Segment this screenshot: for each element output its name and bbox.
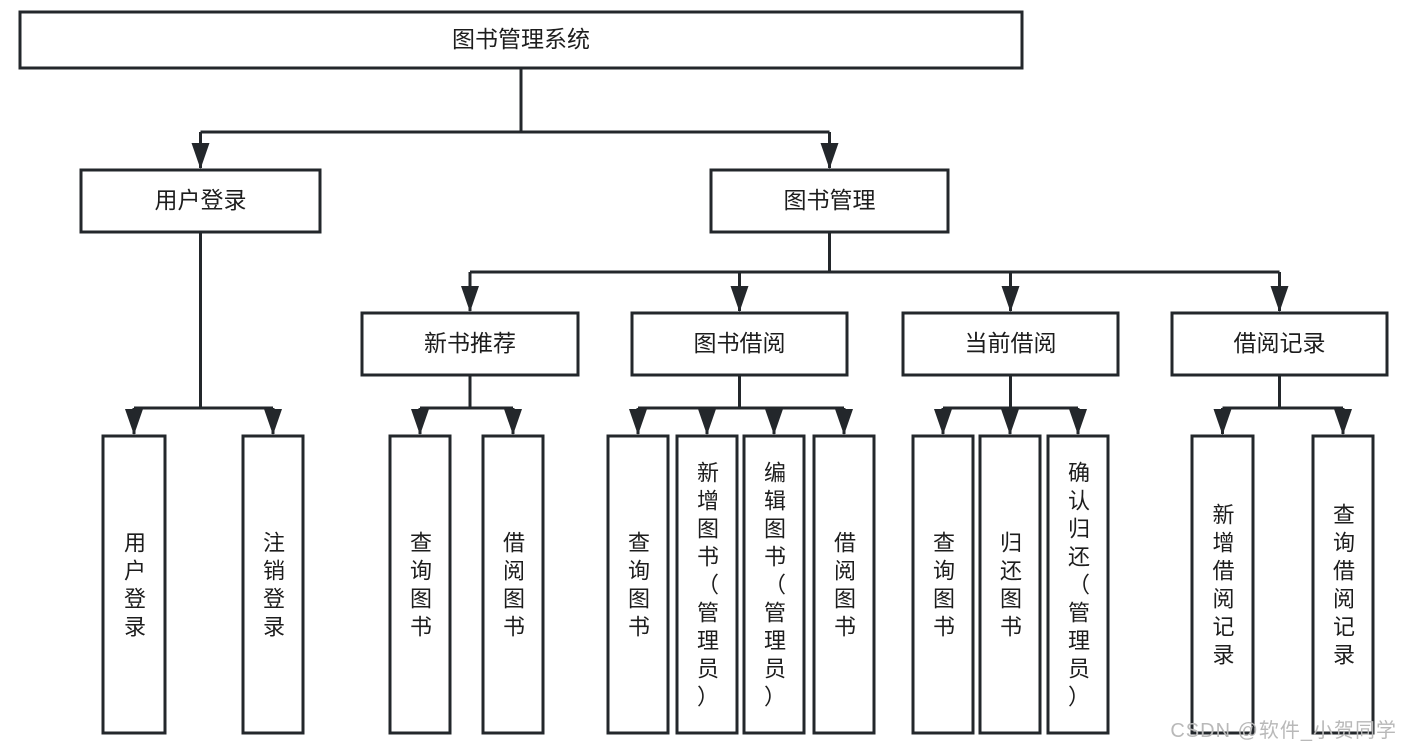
node-box [18, 10, 1024, 70]
node-box [360, 311, 580, 377]
connector-layer [125, 68, 1352, 435]
arrow-head-icon [1001, 409, 1019, 435]
node-leaf-confirm-return[interactable]: 确认归还（管理员） [1046, 434, 1110, 735]
node-leaf-user-login[interactable]: 用户登录 [101, 434, 167, 735]
node-label-vertical: 编辑图书（管理员） [764, 461, 786, 710]
node-book-manage[interactable]: 图书管理 [709, 168, 950, 234]
arrow-head-icon [765, 409, 783, 435]
node-label-vertical: 新增借阅记录 [1212, 503, 1234, 668]
node-label: 新书推荐 [424, 330, 516, 356]
node-book-borrow[interactable]: 图书借阅 [630, 311, 849, 377]
node-leaf-edit-book[interactable]: 编辑图书（管理员） [742, 434, 806, 735]
node-label: 图书借阅 [694, 330, 786, 356]
node-leaf-add-book[interactable]: 新增图书（管理员） [675, 434, 739, 735]
node-box [978, 434, 1042, 735]
arrow-head-icon [1213, 409, 1232, 435]
node-box [812, 434, 876, 735]
node-leaf-return-book[interactable]: 归还图书 [978, 434, 1042, 735]
arrow-head-icon [1270, 286, 1289, 312]
node-layer: 图书管理系统用户登录图书管理新书推荐图书借阅当前借阅借阅记录用户登录注销登录查询… [18, 10, 1389, 735]
node-leaf-query-book-1[interactable]: 查询图书 [388, 434, 452, 735]
node-label: 当前借阅 [965, 330, 1057, 356]
node-label-vertical: 查询图书 [933, 531, 955, 640]
node-label-vertical: 新增图书（管理员） [697, 461, 719, 710]
node-box [1190, 434, 1255, 735]
node-label-vertical: 用户登录 [124, 531, 146, 640]
arrow-head-icon [835, 409, 853, 435]
node-label-vertical: 查询图书 [410, 531, 432, 640]
node-label: 图书管理系统 [452, 26, 590, 52]
node-leaf-query-book-2[interactable]: 查询图书 [606, 434, 670, 735]
node-label-vertical: 查询借阅记录 [1333, 503, 1355, 668]
arrow-head-icon [1069, 409, 1087, 435]
arrow-head-icon [1334, 409, 1352, 435]
node-box [630, 311, 849, 377]
node-label: 图书管理 [784, 187, 876, 213]
node-box [481, 434, 545, 735]
node-label-vertical: 确认归还（管理员） [1068, 461, 1090, 710]
node-box [1311, 434, 1375, 735]
node-leaf-logout[interactable]: 注销登录 [241, 434, 305, 735]
node-borrow-record[interactable]: 借阅记录 [1170, 311, 1389, 377]
arrow-head-icon [934, 409, 952, 435]
arrow-head-icon [698, 409, 716, 435]
node-leaf-add-record[interactable]: 新增借阅记录 [1190, 434, 1255, 735]
arrow-head-icon [730, 286, 749, 312]
node-user-login[interactable]: 用户登录 [79, 168, 322, 234]
arrow-head-icon [504, 409, 522, 435]
node-box [675, 434, 739, 735]
node-box [606, 434, 670, 735]
node-box [241, 434, 305, 735]
arrow-head-icon [191, 143, 210, 169]
node-root[interactable]: 图书管理系统 [18, 10, 1024, 70]
arrow-head-icon [411, 409, 429, 435]
arrow-head-icon [820, 143, 839, 169]
node-label-vertical: 注销登录 [263, 531, 285, 640]
arrow-head-icon [125, 409, 143, 435]
node-box [1046, 434, 1110, 735]
node-new-book-rec[interactable]: 新书推荐 [360, 311, 580, 377]
node-label-vertical: 归还图书 [1000, 531, 1022, 640]
node-box [1170, 311, 1389, 377]
node-label: 用户登录 [155, 187, 247, 213]
arrow-head-icon [461, 286, 479, 312]
node-box [709, 168, 950, 234]
node-leaf-borrow-book-2[interactable]: 借阅图书 [812, 434, 876, 735]
node-leaf-query-record[interactable]: 查询借阅记录 [1311, 434, 1375, 735]
node-label-vertical: 查询图书 [628, 531, 650, 640]
node-label-vertical: 借阅图书 [503, 531, 525, 640]
node-box [388, 434, 452, 735]
arrow-head-icon [1001, 286, 1020, 312]
arrow-head-icon [264, 409, 282, 435]
node-box [911, 434, 975, 735]
node-box [901, 311, 1120, 377]
node-box [79, 168, 322, 234]
arrow-head-icon [629, 409, 647, 435]
watermark-text: CSDN @软件_小贺同学 [1170, 720, 1397, 742]
node-current-borrow[interactable]: 当前借阅 [901, 311, 1120, 377]
node-label: 借阅记录 [1234, 330, 1326, 356]
node-box [742, 434, 806, 735]
node-label-vertical: 借阅图书 [834, 531, 856, 640]
node-leaf-query-book-3[interactable]: 查询图书 [911, 434, 975, 735]
node-box [101, 434, 167, 735]
node-leaf-borrow-book-1[interactable]: 借阅图书 [481, 434, 545, 735]
